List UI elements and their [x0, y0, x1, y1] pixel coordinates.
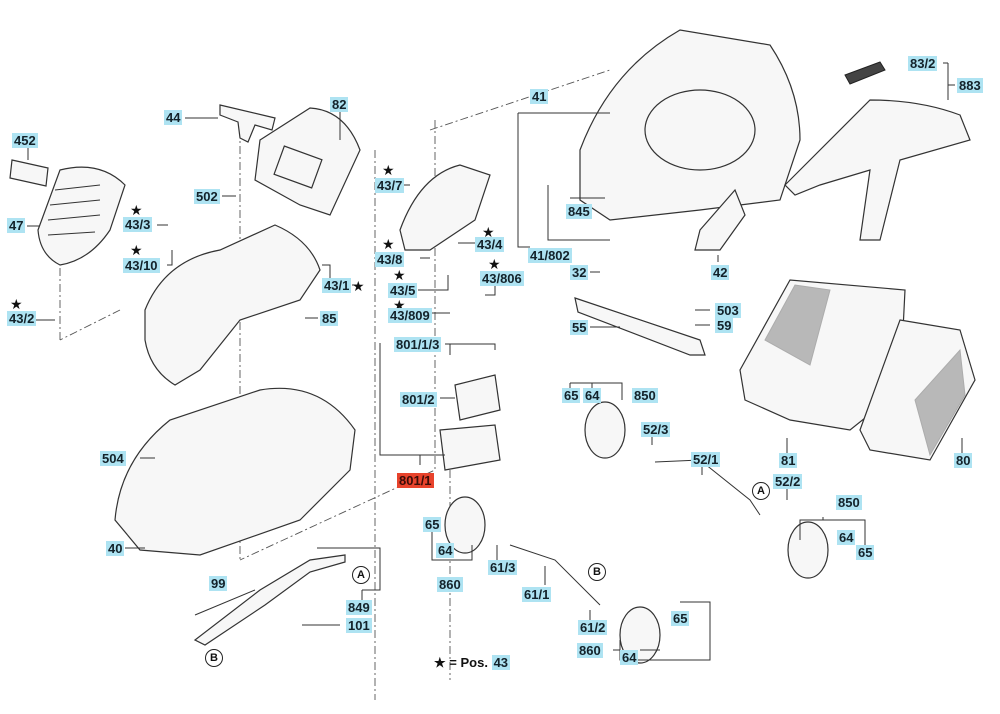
wheel-front-left: [584, 401, 626, 459]
callout-b-icon: B: [588, 563, 606, 581]
legend-ref-label[interactable]: 43: [491, 655, 511, 670]
label-part-64-front-left[interactable]: 64: [583, 388, 602, 403]
label-part-52-1[interactable]: 52/1: [691, 452, 721, 467]
part-41-deck: [579, 29, 801, 221]
part-80-basket-side: [859, 319, 976, 461]
label-part-82[interactable]: 82: [330, 97, 349, 112]
label-part-44[interactable]: 44: [164, 110, 183, 125]
label-part-452[interactable]: 452: [12, 133, 38, 148]
legend-text: = Pos.: [449, 655, 488, 670]
label-part-65-rear-right[interactable]: 65: [671, 611, 690, 626]
label-part-65-rear-left[interactable]: 65: [423, 517, 442, 532]
label-part-43-4[interactable]: 43/4: [475, 237, 505, 252]
label-part-42[interactable]: 42: [711, 265, 730, 280]
part-99-spring: [194, 589, 256, 616]
star-icon: ★: [434, 655, 446, 670]
label-part-83-2[interactable]: 83/2: [908, 56, 938, 71]
part-61-1-axle: [509, 544, 601, 606]
part-44-grip: [219, 104, 276, 143]
label-part-883[interactable]: 883: [957, 78, 983, 93]
label-part-99[interactable]: 99: [209, 576, 228, 591]
part-43-7-cover: [399, 164, 491, 251]
label-part-801-2[interactable]: 801/2: [400, 392, 437, 407]
label-part-43-10[interactable]: 43/10: [123, 258, 160, 273]
label-part-43-3[interactable]: 43/3: [123, 217, 153, 232]
part-55-blade: [574, 297, 706, 356]
label-part-59[interactable]: 59: [715, 318, 734, 333]
part-52-1-axle: [654, 459, 761, 516]
label-part-41[interactable]: 41: [530, 89, 549, 104]
label-part-845[interactable]: 845: [566, 204, 592, 219]
label-part-502[interactable]: 502: [194, 189, 220, 204]
label-part-64-rear-left[interactable]: 64: [436, 543, 455, 558]
star-icon: ★: [382, 236, 395, 252]
part-81-grass-basket: [739, 279, 906, 431]
label-part-503[interactable]: 503: [715, 303, 741, 318]
label-part-81[interactable]: 81: [779, 453, 798, 468]
label-part-504[interactable]: 504: [100, 451, 126, 466]
star-icon: ★: [488, 256, 501, 272]
label-part-65-front-left[interactable]: 65: [562, 388, 581, 403]
label-part-85[interactable]: 85: [320, 311, 339, 326]
label-part-40[interactable]: 40: [106, 541, 125, 556]
callout-a-icon: A: [352, 566, 370, 584]
wheel-rear-right: [619, 606, 661, 664]
label-part-43-806[interactable]: 43/806: [480, 271, 524, 286]
part-801-motor: [439, 374, 501, 471]
label-part-43-1[interactable]: 43/1: [322, 278, 352, 293]
label-part-52-3[interactable]: 52/3: [641, 422, 671, 437]
label-part-43-7[interactable]: 43/7: [375, 178, 405, 193]
star-icon: ★: [10, 296, 23, 312]
legend: ★ = Pos. 43: [434, 655, 511, 671]
label-part-55[interactable]: 55: [570, 320, 589, 335]
part-452-badge: [9, 159, 49, 187]
label-part-61-3[interactable]: 61/3: [488, 560, 518, 575]
label-part-80[interactable]: 80: [954, 453, 973, 468]
label-part-52-2[interactable]: 52/2: [773, 474, 803, 489]
callout-b-icon: B: [205, 649, 223, 667]
star-icon: ★: [482, 224, 495, 240]
label-part-101[interactable]: 101: [346, 618, 372, 633]
part-43-1-upper-housing: [144, 224, 321, 386]
label-part-43-5[interactable]: 43/5: [388, 283, 418, 298]
label-part-43-8[interactable]: 43/8: [375, 252, 405, 267]
star-icon: ★: [393, 267, 406, 283]
part-40-chassis: [114, 387, 356, 556]
star-icon: ★: [382, 162, 395, 178]
star-icon: ★: [130, 202, 143, 218]
label-part-32[interactable]: 32: [570, 265, 589, 280]
label-part-61-2[interactable]: 61/2: [578, 620, 608, 635]
label-part-65-front-right[interactable]: 65: [856, 545, 875, 560]
label-part-41-802[interactable]: 41/802: [528, 248, 572, 263]
star-icon: ★: [130, 242, 143, 258]
label-part-801-1-3[interactable]: 801/1/3: [394, 337, 442, 352]
label-part-850-front-right[interactable]: 850: [836, 495, 862, 510]
label-part-43-809[interactable]: 43/809: [388, 308, 432, 323]
label-part-61-1[interactable]: 61/1: [522, 587, 552, 602]
part-47-front-cover: [37, 166, 126, 266]
part-82-lid: [254, 107, 361, 216]
wheel-front-right: [787, 521, 829, 579]
label-part-47[interactable]: 47: [7, 218, 26, 233]
label-part-64-front-right[interactable]: 64: [837, 530, 856, 545]
label-part-64-rear-right[interactable]: 64: [620, 650, 639, 665]
label-part-43-2[interactable]: 43/2: [7, 311, 37, 326]
part-849-lever: [193, 554, 346, 646]
callout-a-icon: A: [752, 482, 770, 500]
wheel-rear-left: [444, 496, 486, 554]
label-part-849[interactable]: 849: [346, 600, 372, 615]
part-42-flap: [694, 188, 746, 251]
label-part-801-1-selected[interactable]: 801/1: [397, 473, 434, 488]
label-part-860-rear-left[interactable]: 860: [437, 577, 463, 592]
label-part-860-rear-right[interactable]: 860: [577, 643, 603, 658]
star-icon: ★: [352, 278, 365, 294]
label-part-850-front-left[interactable]: 850: [632, 388, 658, 403]
part-883-handle: [784, 61, 971, 241]
